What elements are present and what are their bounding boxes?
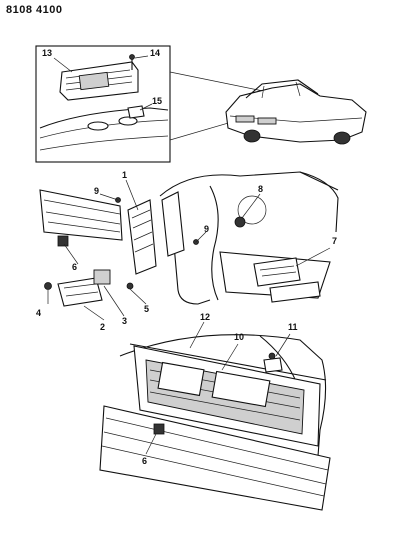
callout-13: 13 — [42, 48, 52, 58]
callout-9b: 9 — [204, 224, 209, 234]
callout-7: 7 — [332, 236, 337, 246]
bolt-6-upper — [57, 235, 69, 247]
nut-4 — [44, 282, 52, 290]
inset-frame — [35, 45, 171, 163]
callout-1: 1 — [122, 170, 127, 180]
bumper-left — [39, 189, 123, 241]
document-code: 8108 4100 — [6, 4, 63, 16]
callout-6a: 6 — [72, 262, 77, 272]
screw-14 — [129, 54, 135, 70]
bolt-6-lower — [153, 423, 165, 435]
socket-3 — [93, 269, 111, 285]
component-11 — [263, 352, 283, 373]
inset-detail — [35, 45, 171, 163]
callout-15: 15 — [152, 96, 162, 106]
callout-14: 14 — [150, 48, 160, 58]
front-wheel — [333, 131, 351, 145]
fuel-door — [237, 195, 267, 225]
grommet-right — [118, 116, 138, 126]
bracket-7 — [253, 257, 301, 287]
callout-12: 12 — [200, 312, 210, 322]
trim-strip — [269, 281, 321, 303]
callout-2: 2 — [100, 322, 105, 332]
inset-pointer-line-top — [169, 71, 269, 93]
tail-lamp-1 — [127, 199, 157, 275]
callout-8: 8 — [258, 184, 263, 194]
callout-5: 5 — [144, 304, 149, 314]
rear-quarter-assembly — [39, 171, 339, 321]
side-marker-2 — [57, 277, 103, 307]
vehicle-overview — [225, 79, 367, 145]
bracket-15 — [127, 105, 145, 119]
callout-9a: 9 — [94, 186, 99, 196]
quarter-panel-top — [159, 171, 339, 197]
callout-6b: 6 — [142, 456, 147, 466]
callout-4: 4 — [36, 308, 41, 318]
grommet-8 — [234, 216, 246, 228]
high-mount-lamp — [59, 61, 139, 101]
trim-12 — [129, 343, 327, 381]
grommet-left — [87, 121, 109, 131]
callout-11: 11 — [288, 322, 298, 332]
inset-window-sill — [39, 107, 169, 129]
nut-5 — [126, 282, 134, 290]
callout-10: 10 — [234, 332, 244, 342]
callout-3: 3 — [122, 316, 127, 326]
rear-end-assembly — [99, 321, 331, 511]
fender-lamp — [161, 191, 185, 257]
tail-lamp-lens-10 — [145, 359, 305, 435]
rear-wheel — [243, 129, 261, 143]
